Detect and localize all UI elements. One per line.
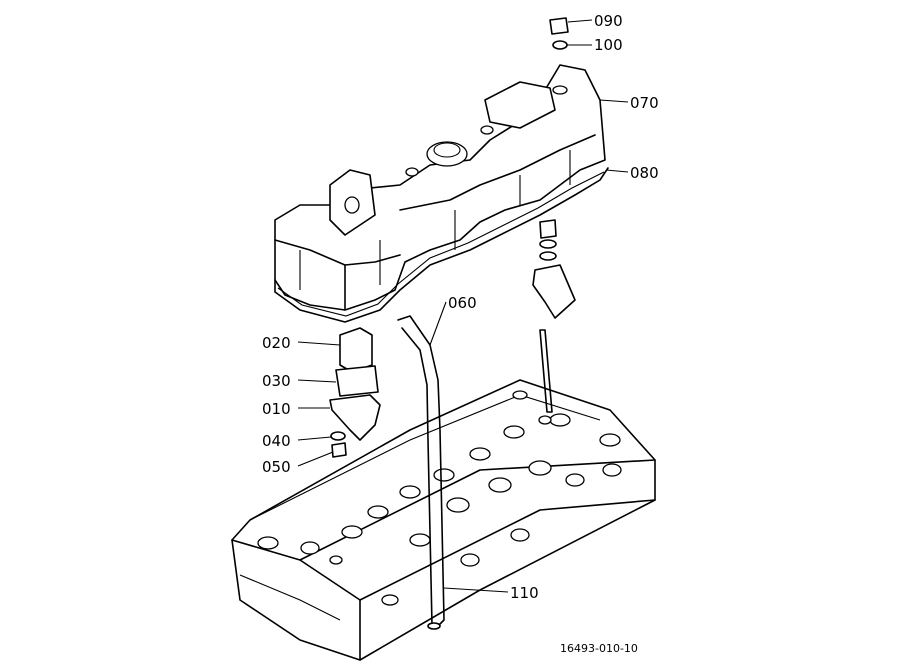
- figure-id: 16493-010-10: [560, 642, 638, 655]
- label-050: 050: [262, 458, 291, 476]
- cap-nut: [549, 17, 569, 35]
- head-holes: [257, 390, 622, 606]
- bracket-assembly: [329, 327, 381, 458]
- cover-gasket: [274, 167, 609, 323]
- label-060: 060: [448, 294, 477, 312]
- leader-lines: [297, 19, 629, 593]
- label-020: 020: [262, 334, 291, 352]
- cylinder-head-block: [231, 379, 656, 661]
- stud-assembly: [532, 219, 576, 425]
- label-100: 100: [594, 36, 623, 54]
- label-090: 090: [594, 12, 623, 30]
- label-040: 040: [262, 432, 291, 450]
- label-010: 010: [262, 400, 291, 418]
- label-070: 070: [630, 94, 659, 112]
- label-030: 030: [262, 372, 291, 390]
- washer: [552, 40, 568, 50]
- label-110: 110: [510, 584, 539, 602]
- label-080: 080: [630, 164, 659, 182]
- cylinder-head-cover: [274, 64, 606, 311]
- breather-pipe: [397, 315, 445, 630]
